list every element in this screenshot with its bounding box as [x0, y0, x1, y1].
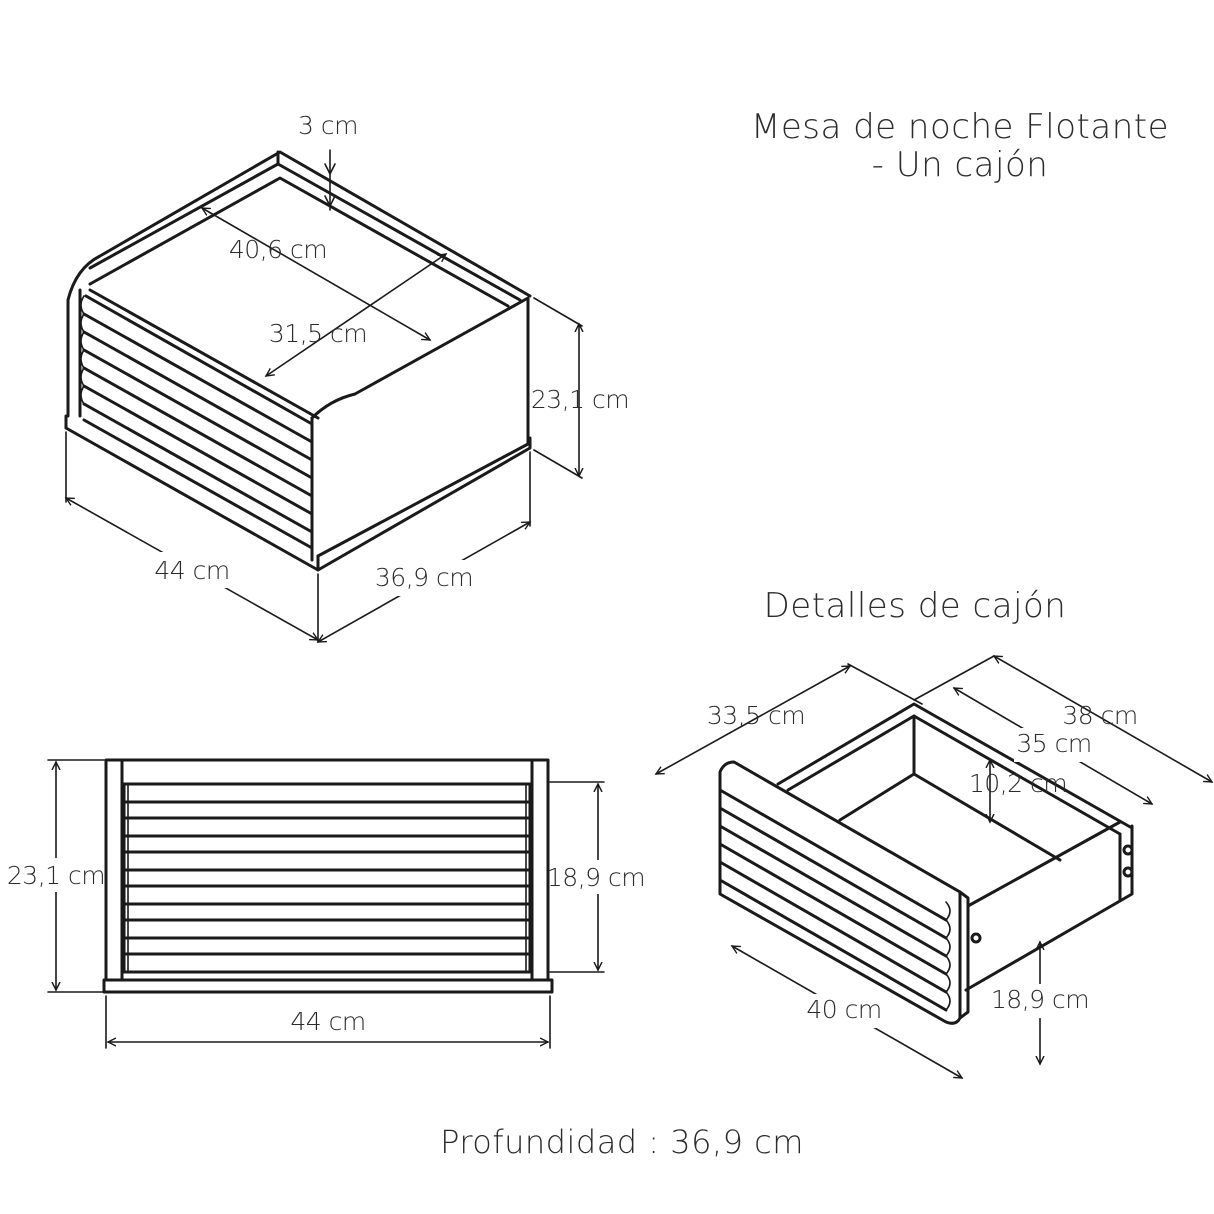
- main-title-line2: - Un cajón: [872, 145, 1049, 185]
- drawer-view: 33,5 cm 38 cm 35 cm 10,2 cm 40 cm 18,9 c…: [656, 655, 1212, 1079]
- dim-inner-width: 40,6 cm: [229, 235, 327, 264]
- dim-top-thickness: 3 cm: [298, 111, 358, 140]
- drawer-details-title: Detalles de cajón: [764, 586, 1067, 626]
- dim-height: 23,1 cm: [531, 385, 629, 414]
- drawer-dim-front-width: 40 cm: [806, 995, 881, 1024]
- dim-width: 44 cm: [154, 556, 229, 585]
- depth-footer: Profundidad : 36,9 cm: [440, 1123, 804, 1161]
- dim-line-inner-depth: [266, 254, 446, 376]
- drawer-dim-outer-depth: 38 cm: [1062, 701, 1137, 730]
- drawer-dim-front-height: 18,9 cm: [991, 985, 1089, 1014]
- main-title-line1: Mesa de noche Flotante: [751, 107, 1169, 147]
- front-dim-front-height: 18,9 cm: [547, 863, 645, 892]
- front-view: 23,1 cm 18,9 cm 44 cm: [7, 758, 646, 1049]
- front-dim-height: 23,1 cm: [7, 861, 105, 890]
- drawer-dim-line-inner-depth: [656, 665, 850, 775]
- front-dim-width: 44 cm: [290, 1007, 365, 1036]
- isometric-view: 3 cm 40,6 cm 31,5 cm 23,1 cm 44 cm 36,9 …: [64, 111, 630, 643]
- drawer-dim-inner-depth: 33,5 cm: [707, 701, 805, 730]
- drawer-dim-inner-width: 35 cm: [1016, 729, 1091, 758]
- dim-depth: 36,9 cm: [375, 563, 473, 592]
- dim-inner-depth: 31,5 cm: [269, 319, 367, 348]
- drawer-dim-inner-height: 10,2 cm: [969, 769, 1067, 798]
